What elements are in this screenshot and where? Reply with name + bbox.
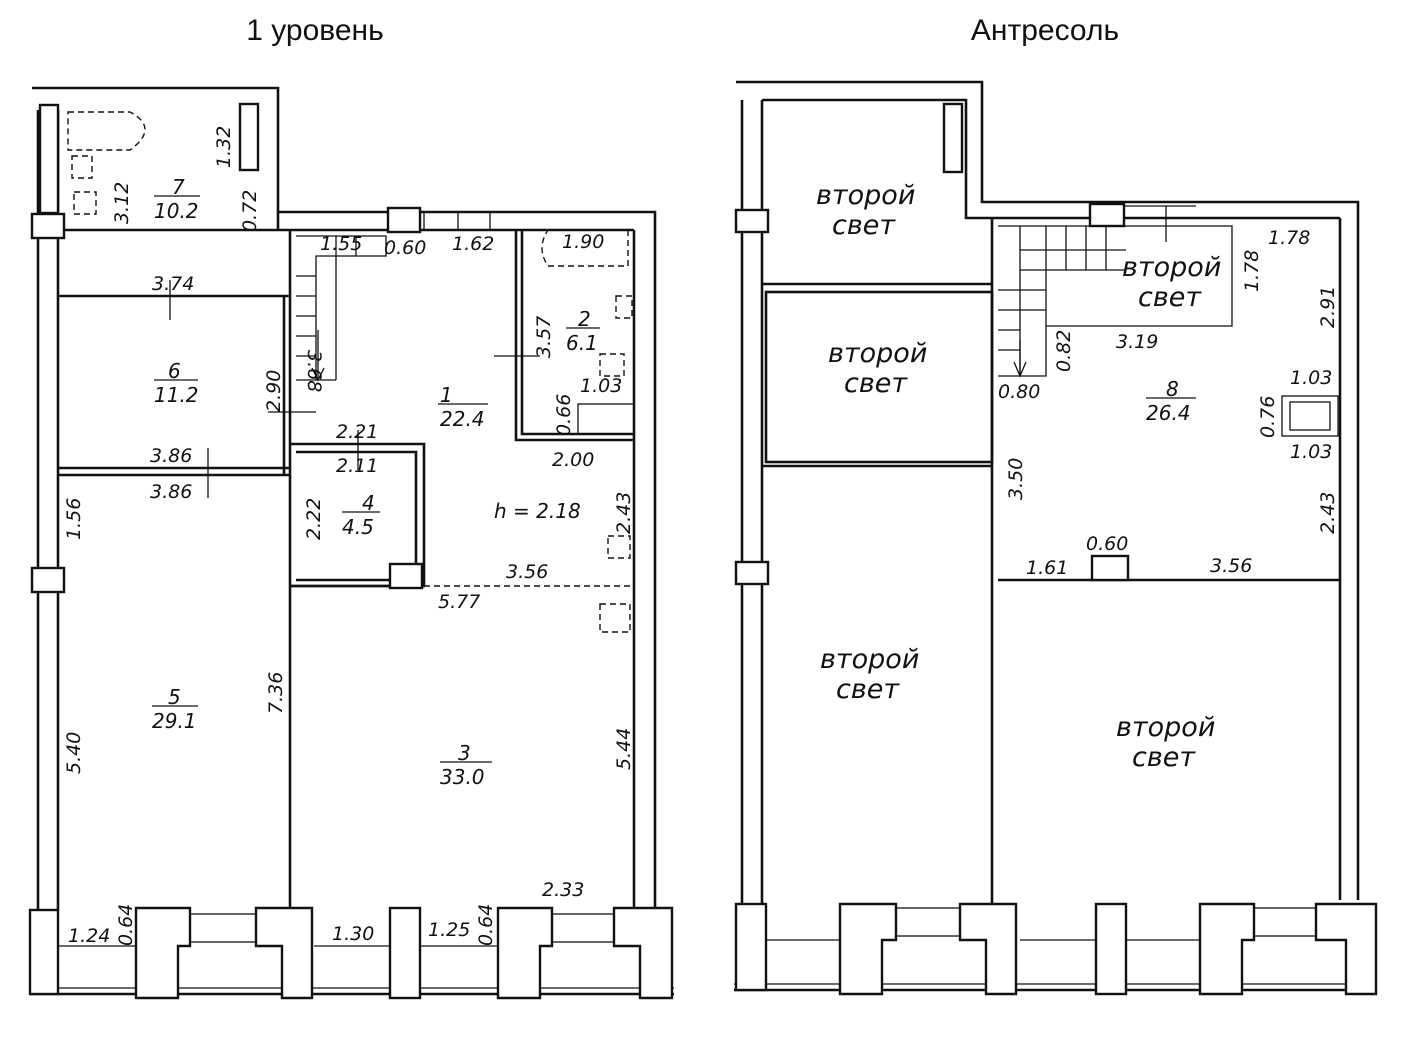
dim: 0.64	[475, 904, 497, 946]
mezzanine-title: Антресоль	[970, 14, 1120, 47]
dim: 2.00	[552, 449, 594, 471]
dim: 2.91	[1317, 286, 1339, 328]
room-2-area: 6.1	[566, 331, 598, 355]
dim: 0.72	[239, 190, 261, 232]
dim: 2.43	[1317, 492, 1339, 534]
dim: 2.22	[303, 498, 325, 540]
dim: 0.80	[998, 381, 1040, 403]
dim: 2.21	[336, 421, 378, 443]
dim: 2.11	[336, 455, 378, 477]
mezzanine-stairs	[998, 226, 1126, 378]
dim: 1.30	[332, 923, 374, 945]
dim: 7.36	[265, 672, 287, 714]
level1-title: 1 уровень	[246, 14, 384, 47]
dim: 1.25	[428, 919, 470, 941]
room-3-num: 3	[458, 741, 471, 765]
dim: 1.24	[68, 925, 110, 947]
dim: 3.50	[1005, 458, 1027, 500]
dim: 0.66	[553, 394, 575, 436]
level1-walls	[28, 86, 674, 1000]
dim: 1.78	[1241, 250, 1263, 292]
room-7-area: 10.2	[154, 199, 199, 223]
room-8-num: 8	[1166, 377, 1179, 401]
room-7-num: 7	[172, 175, 185, 199]
dim: 3.56	[506, 561, 548, 583]
dim: 1.03	[1290, 441, 1332, 463]
room-1-num: 1	[440, 383, 453, 407]
dim: 3.74	[152, 273, 194, 295]
dim: 5.44	[613, 728, 635, 770]
height-note: h = 2.18	[494, 499, 581, 523]
mezzanine-walls	[734, 80, 1378, 996]
room-8-area: 26.4	[1146, 401, 1191, 425]
dim: 5.77	[438, 591, 480, 613]
dim: 0.64	[115, 904, 137, 946]
dim: 3.86	[150, 445, 192, 467]
mezzanine-dimensions: 1.78 1.78 2.91 0.82 3.19 0.80 1.03 0.76 …	[998, 227, 1339, 579]
level1-plan: 1 22.4 2 6.1 3 33.0 4 4.5 5 29.1 6 11.2 …	[28, 86, 674, 1000]
dim: 2.43	[613, 492, 635, 534]
dim: 3.12	[111, 182, 133, 224]
level1-stairs	[296, 235, 387, 382]
dim: 5.40	[63, 732, 85, 774]
room-5-num: 5	[168, 685, 181, 709]
dim: 1.62	[452, 233, 494, 255]
dim: 3.19	[1116, 331, 1158, 353]
dim: 1.55	[320, 233, 362, 255]
room-3-area: 33.0	[440, 765, 485, 789]
room-1-area: 22.4	[440, 407, 485, 431]
dim: 3.68	[303, 350, 325, 392]
dim: 0.82	[1053, 330, 1075, 372]
dim: 0.76	[1257, 396, 1279, 438]
dim: 1.61	[1026, 557, 1068, 579]
dim: 1.32	[213, 126, 235, 168]
dim: 0.60	[384, 237, 426, 259]
dim: 2.90	[263, 370, 285, 412]
room-4-area: 4.5	[342, 515, 374, 539]
room-5-area: 29.1	[152, 709, 197, 733]
dim: 1.03	[1290, 367, 1332, 389]
dim: 3.86	[150, 481, 192, 503]
room-6-num: 6	[168, 359, 181, 383]
room-4-num: 4	[362, 491, 375, 515]
dim: 0.60	[1086, 533, 1128, 555]
dim: 1.03	[580, 375, 622, 397]
level1-dimensions: 1.32 3.12 0.72 1.55 0.60 1.62 1.90 3.74 …	[63, 126, 635, 947]
dim: 1.78	[1268, 227, 1310, 249]
dim: 3.57	[533, 316, 555, 358]
room-2-num: 2	[578, 307, 591, 331]
dim: 3.56	[1210, 555, 1252, 577]
dim: 1.90	[562, 231, 604, 253]
level1-room-labels: 1 22.4 2 6.1 3 33.0 4 4.5 5 29.1 6 11.2 …	[152, 175, 600, 789]
dim: 1.56	[63, 498, 85, 540]
mezzanine-room-labels: 8 26.4	[1146, 377, 1196, 425]
room-6-area: 11.2	[154, 383, 199, 407]
dim: 2.33	[542, 879, 584, 901]
